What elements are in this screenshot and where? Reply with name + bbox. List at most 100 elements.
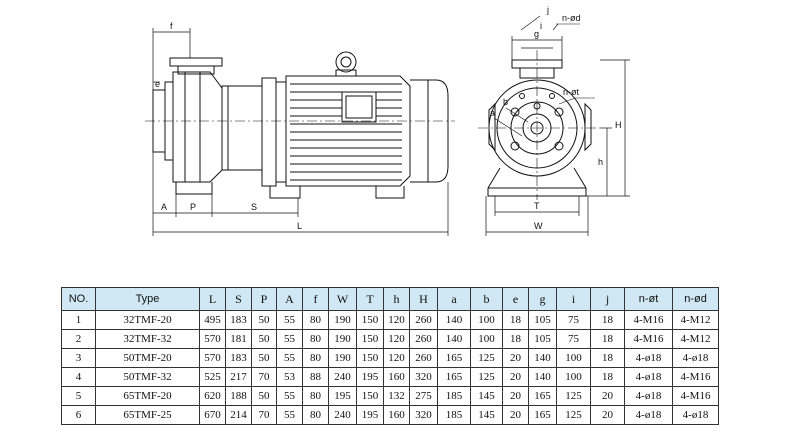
table-cell: 20 <box>590 386 625 406</box>
table-cell: 125 <box>470 348 503 368</box>
dim-label-e: e <box>155 79 160 89</box>
table-cell: 4-M12 <box>672 329 719 349</box>
table-cell: 188 <box>225 386 252 406</box>
column-header: S <box>225 287 252 311</box>
dim-label-i: i <box>540 21 542 31</box>
table-cell: 80 <box>302 405 329 425</box>
table-cell: 670 <box>199 405 226 425</box>
table-cell: 55 <box>276 310 303 330</box>
table-cell: 165 <box>437 367 471 387</box>
table-cell: 80 <box>302 310 329 330</box>
table-cell: 120 <box>383 348 410 368</box>
table-cell: 190 <box>328 348 357 368</box>
table-cell: 495 <box>199 310 226 330</box>
table-cell: 105 <box>528 329 557 349</box>
table-cell: 320 <box>409 367 438 387</box>
table-cell: 18 <box>590 329 625 349</box>
table-cell: 4-M16 <box>624 329 673 349</box>
dim-label-f: f <box>170 21 173 31</box>
table-cell: 20 <box>502 405 529 425</box>
table-cell: 4-ø18 <box>624 386 673 406</box>
table-cell: 4-ø18 <box>624 348 673 368</box>
table-cell: 100 <box>470 329 503 349</box>
table-cell: 190 <box>328 329 357 349</box>
table-cell: 165 <box>528 386 557 406</box>
table-cell: 65TMF-20 <box>95 386 200 406</box>
column-header: b <box>470 287 503 311</box>
dim-label-g: g <box>534 29 539 39</box>
dim-label-S: S <box>251 202 257 212</box>
table-cell: 100 <box>556 348 591 368</box>
table-cell: 4-M12 <box>672 310 719 330</box>
table-cell: 620 <box>199 386 226 406</box>
pump-dimension-drawing: f e A P S L j n-ød i g n-øt b a H h T W <box>145 5 630 236</box>
front-view <box>478 15 630 236</box>
table-cell: 4-ø18 <box>672 348 719 368</box>
column-header: P <box>251 287 277 311</box>
table-cell: 320 <box>409 405 438 425</box>
table-cell: 55 <box>276 329 303 349</box>
table-cell: 18 <box>590 367 625 387</box>
table-cell: 181 <box>225 329 252 349</box>
table-cell: 70 <box>251 405 277 425</box>
column-header: h <box>383 287 410 311</box>
table-cell: 18 <box>502 310 529 330</box>
table-cell: 190 <box>328 310 357 330</box>
table-cell: 32TMF-32 <box>95 329 200 349</box>
column-header: A <box>276 287 303 311</box>
dim-label-A: A <box>161 202 167 212</box>
table-cell: 3 <box>61 348 96 368</box>
table-cell: 132 <box>383 386 410 406</box>
table-cell: 53 <box>276 367 303 387</box>
table-cell: 260 <box>409 348 438 368</box>
table-cell: 4-M16 <box>624 310 673 330</box>
dim-label-L: L <box>297 221 302 231</box>
table-cell: 50TMF-20 <box>95 348 200 368</box>
column-header: n-øt <box>624 287 673 311</box>
column-header: L <box>199 287 226 311</box>
table-cell: 75 <box>556 329 591 349</box>
table-cell: 88 <box>302 367 329 387</box>
table-cell: 150 <box>356 310 384 330</box>
column-header: n-ød <box>672 287 719 311</box>
table-cell: 55 <box>276 348 303 368</box>
table-cell: 195 <box>356 405 384 425</box>
table-cell: 240 <box>328 405 357 425</box>
table-cell: 217 <box>225 367 252 387</box>
side-view <box>145 28 455 236</box>
table-cell: 150 <box>356 348 384 368</box>
column-header: g <box>528 287 557 311</box>
table-cell: 50 <box>251 348 277 368</box>
table-cell: 20 <box>502 348 529 368</box>
table-cell: 4-M16 <box>672 386 719 406</box>
table-cell: 50TMF-32 <box>95 367 200 387</box>
table-cell: 120 <box>383 310 410 330</box>
column-header: f <box>302 287 329 311</box>
table-cell: 100 <box>556 367 591 387</box>
dim-label-b: b <box>503 97 508 107</box>
dim-label-H: H <box>615 120 622 130</box>
table-cell: 150 <box>356 329 384 349</box>
table-cell: 4-M16 <box>672 367 719 387</box>
table-cell: 4 <box>61 367 96 387</box>
dim-label-nt: n-øt <box>563 87 580 97</box>
table-cell: 18 <box>590 348 625 368</box>
column-header: i <box>556 287 591 311</box>
table-cell: 145 <box>470 405 503 425</box>
table-cell: 160 <box>383 405 410 425</box>
table-cell: 4-ø18 <box>624 367 673 387</box>
table-cell: 18 <box>502 329 529 349</box>
table-cell: 1 <box>61 310 96 330</box>
column-header: a <box>437 287 471 311</box>
table-cell: 260 <box>409 310 438 330</box>
column-header: Type <box>95 287 200 311</box>
table-cell: 140 <box>528 367 557 387</box>
column-header: e <box>502 287 529 311</box>
table-cell: 240 <box>328 367 357 387</box>
table-cell: 140 <box>437 310 471 330</box>
table-cell: 65TMF-25 <box>95 405 200 425</box>
table-cell: 183 <box>225 348 252 368</box>
column-header: j <box>590 287 625 311</box>
